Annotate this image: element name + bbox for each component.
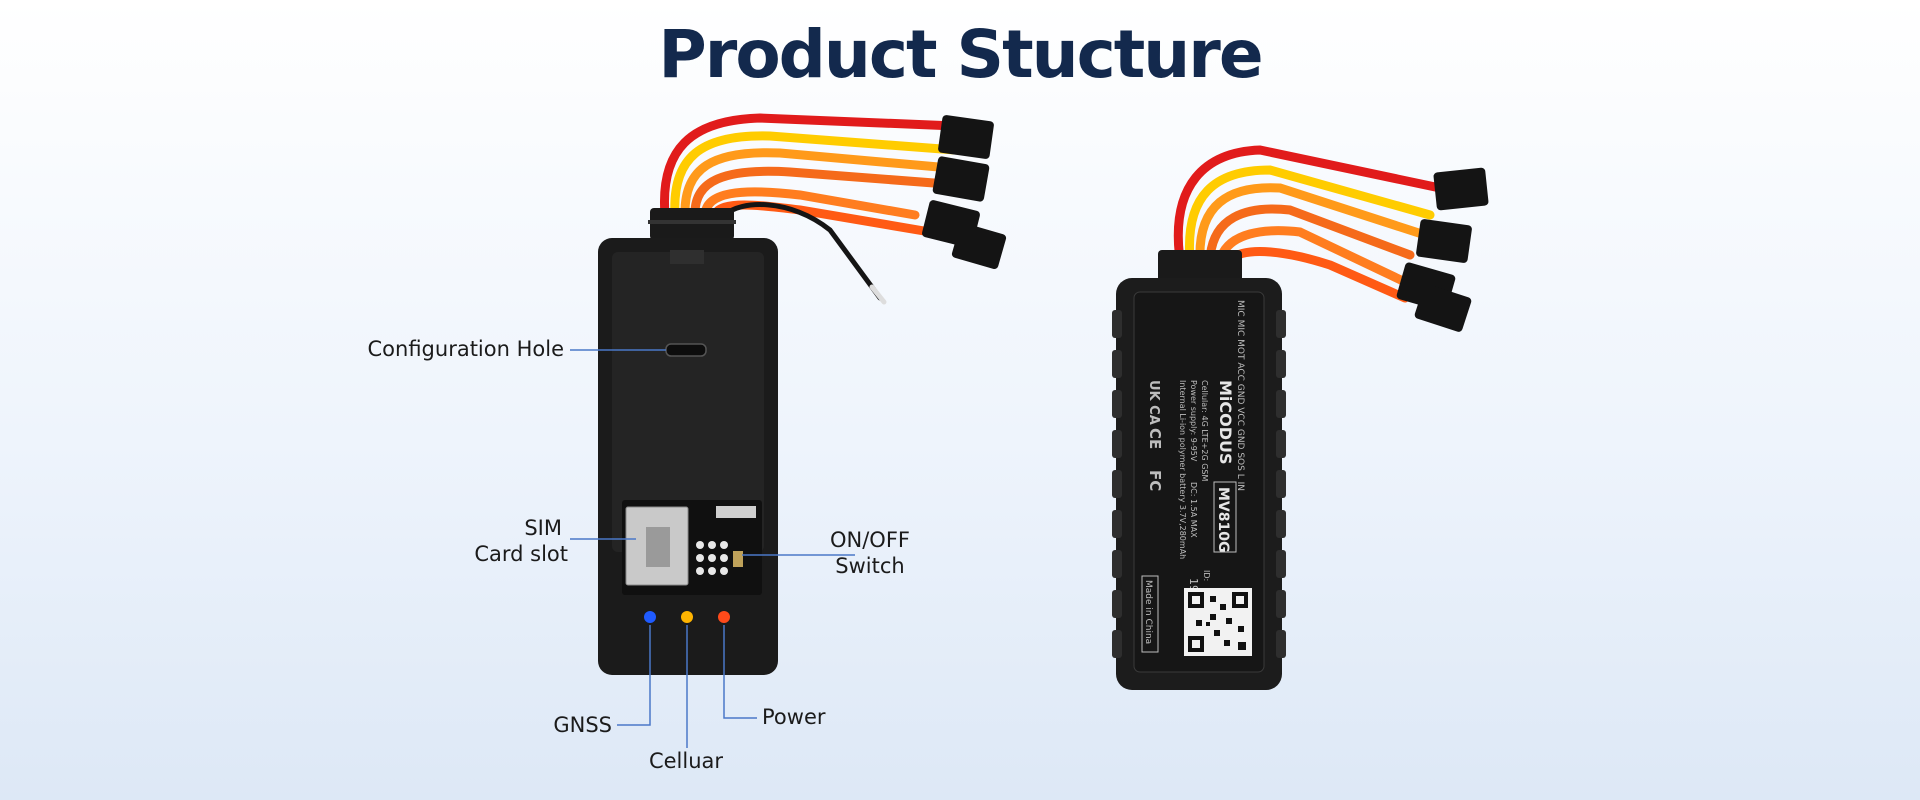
cellular-led bbox=[681, 611, 693, 623]
callout-configuration-hole: Configuration Hole bbox=[367, 337, 565, 361]
spec-power: Power supply: 9-95V bbox=[1189, 380, 1198, 462]
power-led bbox=[718, 611, 730, 623]
brand-name: MiCODUS bbox=[1216, 380, 1235, 465]
made-in-label: Made in China bbox=[1143, 580, 1153, 644]
pcb-pads bbox=[696, 541, 728, 575]
connector-plugs-right bbox=[1396, 167, 1489, 332]
spec-dc: DC: 1.5A MAX bbox=[1189, 482, 1198, 538]
id-label: ID: bbox=[1202, 570, 1211, 581]
cert-fc: FC bbox=[1146, 470, 1164, 491]
on-off-switch bbox=[733, 551, 743, 567]
callout-sim-line2: Card slot bbox=[474, 542, 568, 566]
configuration-hole bbox=[665, 343, 707, 357]
callout-sim-line1: SIM bbox=[524, 516, 562, 540]
callout-celluar: Celluar bbox=[648, 749, 724, 773]
callout-switch-line2: Switch bbox=[835, 554, 905, 578]
callout-power: Power bbox=[762, 705, 826, 729]
callout-switch-line1: ON/OFF bbox=[829, 528, 910, 552]
device-front-view: MIC MIC MOT ACC GND VCC GND SOS L IN MiC… bbox=[1112, 145, 1489, 690]
spec-label-panel bbox=[1133, 291, 1265, 673]
callout-gnss: GNSS bbox=[553, 713, 612, 737]
page-title: Product Stucture bbox=[658, 16, 1263, 93]
qr-code bbox=[1184, 588, 1252, 656]
callout-lines bbox=[570, 349, 855, 748]
connector-plugs-left bbox=[922, 115, 1007, 269]
spec-battery: Internal Li-ion polymer battery 3.7V,280… bbox=[1178, 380, 1187, 559]
gnss-led bbox=[644, 611, 656, 623]
cable-grommet-right bbox=[1158, 250, 1242, 282]
model-number: MV810G bbox=[1215, 487, 1231, 552]
cert-ce: CE bbox=[1146, 428, 1164, 449]
cert-ukca: UK CA bbox=[1146, 380, 1161, 425]
device-back-view bbox=[598, 113, 1007, 675]
spec-cellular: Cellular: 4G LTE+2G GSM bbox=[1200, 380, 1209, 481]
wire-harness-left bbox=[659, 113, 965, 305]
side-ribs bbox=[1112, 310, 1286, 658]
pin-labels: MIC MIC MOT ACC GND VCC GND SOS L IN bbox=[1235, 300, 1245, 491]
